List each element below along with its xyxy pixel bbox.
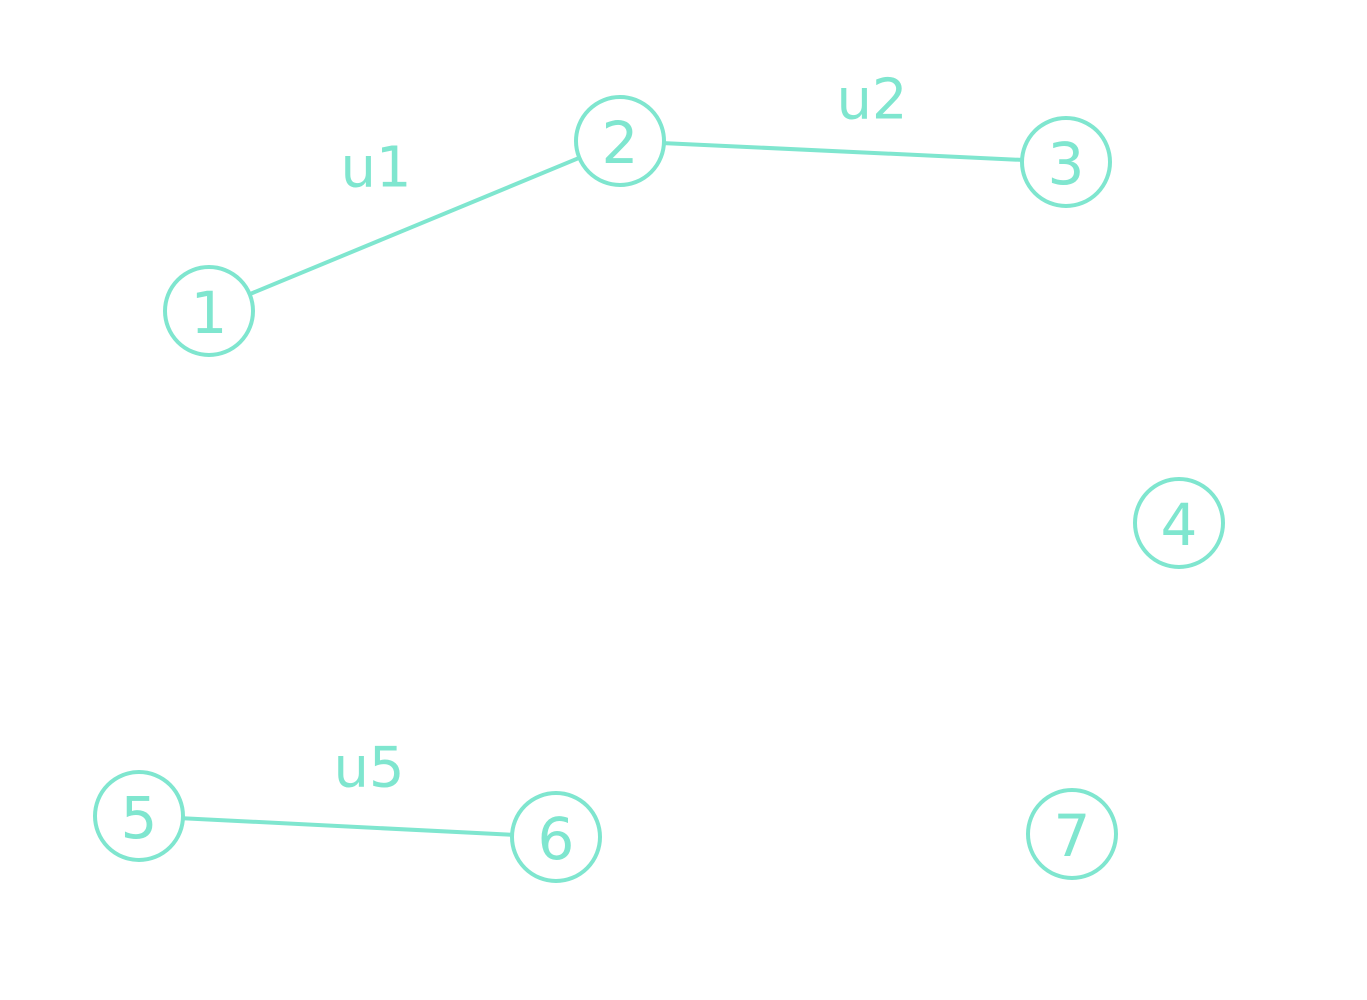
node-label-4: 4 [1161,491,1198,559]
node-7: 7 [1026,788,1118,880]
node-1: 1 [163,265,255,357]
edge-label-u2: u2 [836,68,907,133]
node-circle-3 [1020,116,1112,208]
node-label-2: 2 [602,109,639,177]
node-label-5: 5 [121,784,158,852]
edges-layer [180,141,1025,837]
edge-u2 [661,141,1025,162]
node-6: 6 [510,791,602,883]
edge-labels-layer: u1 u2 u5 [333,68,907,801]
node-label-7: 7 [1054,802,1091,870]
node-circle-2 [574,95,666,187]
edge-label-u5: u5 [333,736,404,801]
node-3: 3 [1020,116,1112,208]
edge-label-u1: u1 [340,136,411,201]
node-circle-5 [93,770,185,862]
node-circle-4 [1133,477,1225,569]
node-label-6: 6 [538,805,575,873]
node-circle-6 [510,791,602,883]
node-label-3: 3 [1048,130,1085,198]
node-2: 2 [574,95,666,187]
edge-u5 [180,816,515,837]
nodes-layer: 1 2 3 4 5 6 7 [93,95,1225,883]
node-4: 4 [1133,477,1225,569]
node-circle-7 [1026,788,1118,880]
node-5: 5 [93,770,185,862]
node-circle-1 [163,265,255,357]
node-label-1: 1 [191,279,228,347]
edge-u1 [247,155,582,297]
